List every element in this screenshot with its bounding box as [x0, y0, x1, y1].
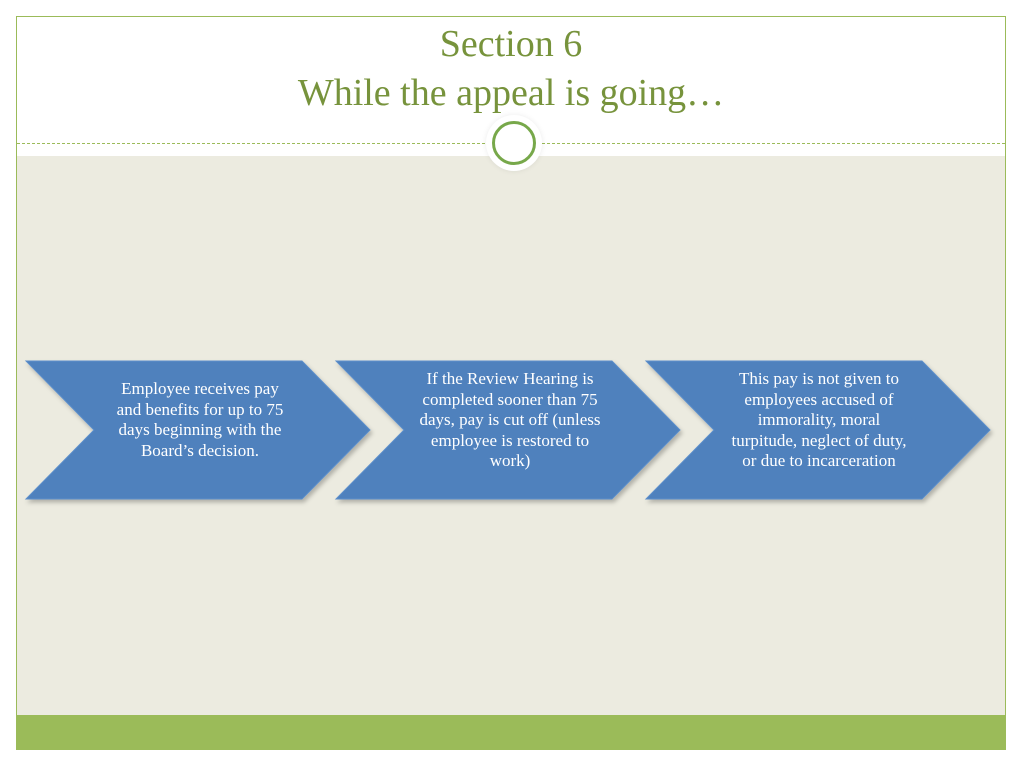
ring-icon [492, 121, 536, 165]
content-area [17, 156, 1005, 716]
slide-title: Section 6 While the appeal is going… [17, 17, 1005, 118]
circle-ornament-icon [486, 115, 542, 171]
title-line-1: Section 6 [439, 23, 583, 65]
footer-bar [17, 715, 1005, 749]
title-line-2: While the appeal is going… [297, 72, 725, 114]
slide: Section 6 While the appeal is going… [16, 16, 1006, 750]
